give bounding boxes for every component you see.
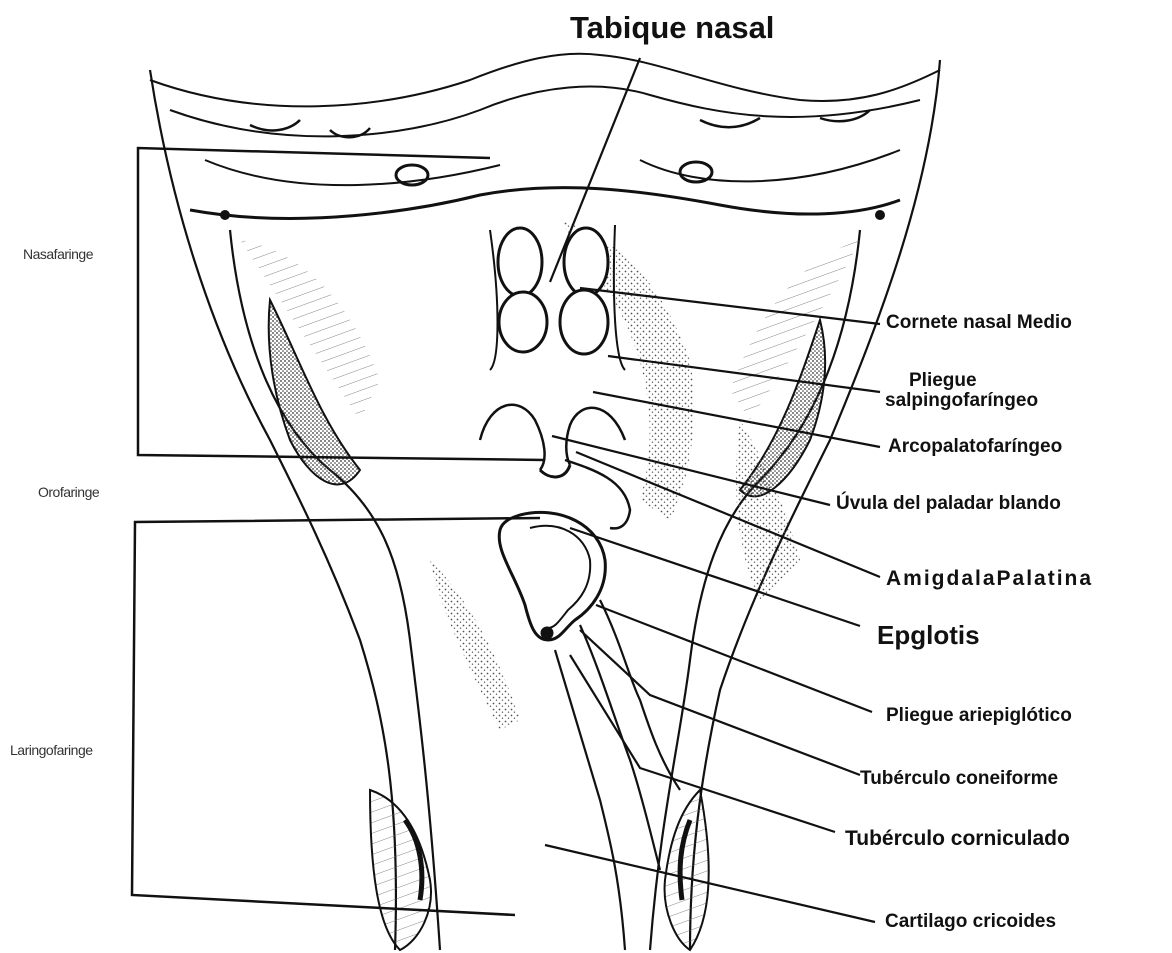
aryepiglottic-fold-label: Pliegue ariepiglótico xyxy=(886,706,1072,726)
epiglottis-label: Epglotis xyxy=(877,622,980,649)
soft-palate-region xyxy=(480,405,630,529)
corniculate-tubercle-label: Tubérculo corniculado xyxy=(845,828,1070,850)
pharyngeal-walls xyxy=(150,60,940,950)
salpingopharyngeal-fold-label: Pliegue salpingofaríngeo xyxy=(885,371,1085,411)
nasal-septum-label: Tabique nasal xyxy=(570,12,774,45)
cricoid-cartilage-label: Cartilago cricoides xyxy=(885,912,1056,932)
cuneiform-tubercle-label: Tubérculo coneiforme xyxy=(860,769,1058,789)
palatopharyngeal-arch-label: Arcopalatofaríngeo xyxy=(888,437,1062,457)
leader-cricoides xyxy=(545,845,875,922)
palatine-tonsil-label: AmigdalaPalatina xyxy=(886,568,1093,590)
leader-amigdala xyxy=(576,452,880,577)
epiglottis-shape xyxy=(499,512,605,640)
salpingopharyngeal-fold-line1: Pliegue xyxy=(885,371,1085,391)
laryngopharynx-label: Laringofaringe xyxy=(10,743,93,758)
middle-turbinate-label: Cornete nasal Medio xyxy=(886,313,1072,333)
region-brackets xyxy=(132,148,545,915)
skull-base xyxy=(150,54,940,219)
oropharynx-label: Orofaringe xyxy=(38,485,99,500)
leader-arcopalato xyxy=(593,392,880,447)
uvula-label: Úvula del paladar blando xyxy=(836,494,1061,514)
salpingopharyngeal-fold-line2: salpingofaríngeo xyxy=(885,391,1085,411)
choanae-and-turbinates xyxy=(490,225,625,370)
nasopharynx-label: Nasafaringe xyxy=(23,247,93,262)
